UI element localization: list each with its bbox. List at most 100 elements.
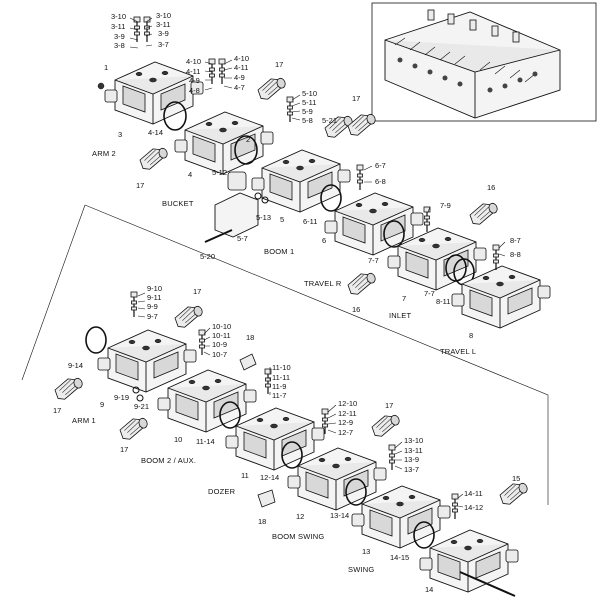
callout: 5-7	[237, 234, 248, 243]
plug-18a	[239, 353, 257, 371]
label-dozer: DOZER	[208, 487, 236, 496]
callout: 4-11	[186, 67, 200, 76]
callout: 13-14	[330, 511, 349, 520]
callout: 5-21	[322, 116, 337, 125]
o-ring-7-7	[383, 220, 405, 248]
callout: 17	[385, 401, 393, 410]
valve-section-14	[419, 529, 519, 593]
callout: 3-11	[156, 20, 170, 29]
callout: 13-10	[404, 436, 423, 445]
label-swing: SWING	[348, 565, 374, 574]
callout: 10-9	[212, 340, 227, 349]
callout: 5-10	[302, 89, 317, 98]
relief-valve-16b	[345, 269, 379, 297]
callout: 11-7	[272, 391, 286, 400]
callout: 11-9	[272, 382, 286, 391]
callout: 14	[425, 585, 433, 594]
label-bucket: BUCKET	[162, 199, 194, 208]
callout: 4-11	[234, 63, 248, 72]
callout: 9-7	[147, 312, 158, 321]
callout: 3-10	[156, 11, 171, 20]
callout: 3-8	[114, 41, 125, 50]
label-boom-1: BOOM 1	[264, 247, 294, 256]
relief-valve-15	[497, 479, 531, 507]
callout: 14-15	[390, 553, 409, 562]
callout: 12	[296, 512, 304, 521]
callout: 10	[174, 435, 182, 444]
callout: 7	[402, 294, 406, 303]
callout: 5-20	[200, 252, 215, 261]
label-inlet: INLET	[389, 311, 411, 320]
callout: 9-19	[114, 393, 129, 402]
callout: 12-9	[338, 418, 353, 427]
callout: 7-7	[424, 289, 435, 298]
callout: 2	[246, 135, 250, 144]
relief-valve-17d	[172, 302, 206, 330]
callout: 5-12	[212, 168, 227, 177]
callout: 6-7	[375, 161, 386, 170]
callout: 9-9	[147, 302, 158, 311]
ball-part-1	[97, 82, 105, 90]
callout: 14-12	[464, 503, 483, 512]
callout: 4-14	[148, 128, 163, 137]
callout: 17	[352, 94, 360, 103]
callout: 13-7	[404, 465, 419, 474]
callout: 8-7	[510, 236, 521, 245]
callout: 5	[280, 215, 284, 224]
callout: 12-10	[338, 399, 357, 408]
callout: 8	[469, 331, 473, 340]
label-arm-1: ARM 1	[72, 416, 96, 425]
callout: 8-8	[510, 250, 521, 259]
callout: 4-10	[186, 57, 201, 66]
callout: 4-8	[189, 86, 200, 95]
callout: 5-13	[256, 213, 271, 222]
relief-valve-17b	[255, 74, 289, 102]
divider-line	[84, 204, 549, 505]
callout: 7-9	[440, 201, 451, 210]
callout: 5-8	[302, 116, 313, 125]
o-ring-14-15	[413, 521, 435, 549]
callout: 13-11	[404, 446, 423, 455]
callout: 4-7	[234, 83, 245, 92]
callout: 16	[352, 305, 360, 314]
callout: 7-7	[368, 256, 379, 265]
relief-valve-17g	[369, 411, 403, 439]
callout: 10-7	[212, 350, 227, 359]
callout: 4-9	[234, 73, 245, 82]
callout: 11-11	[272, 373, 290, 382]
callout: 17	[120, 445, 128, 454]
callout: 8-11	[436, 297, 450, 306]
label-arm-2: ARM 2	[92, 149, 116, 158]
callout: 12-7	[338, 428, 353, 437]
valve-section-4	[174, 111, 274, 175]
load-check-block-5-7	[214, 192, 259, 238]
o-ring-4-14	[163, 101, 187, 131]
callout: 13-9	[404, 455, 419, 464]
label-boom-2-aux: BOOM 2 / AUX.	[141, 456, 196, 465]
callout: 9	[100, 400, 104, 409]
callout: 4	[188, 170, 192, 179]
callout: 3-7	[158, 40, 169, 49]
callout: 18	[258, 517, 266, 526]
callout: 12-11	[338, 409, 357, 418]
callout: 9-14	[68, 361, 83, 370]
assembled-valve-inset	[371, 2, 597, 122]
o-ring-2	[234, 135, 258, 165]
callout: 3-10	[111, 12, 126, 21]
callout: 11-14	[196, 437, 215, 446]
callout: 10-10	[212, 322, 231, 331]
callout: 9-21	[134, 402, 149, 411]
callout: 5-9	[302, 107, 313, 116]
callout: 1	[104, 63, 108, 72]
callout: 5-11	[302, 98, 316, 107]
o-ring-13-14	[345, 478, 367, 506]
callout: 9-11	[147, 293, 161, 302]
callout: 9-10	[147, 284, 162, 293]
callout: 11	[241, 471, 249, 480]
callout: 3-9	[158, 29, 169, 38]
callout: 6-11	[303, 217, 317, 226]
callout: 15	[512, 474, 520, 483]
label-travel-r: TRAVEL R	[304, 279, 342, 288]
callout: 4-10	[234, 54, 249, 63]
